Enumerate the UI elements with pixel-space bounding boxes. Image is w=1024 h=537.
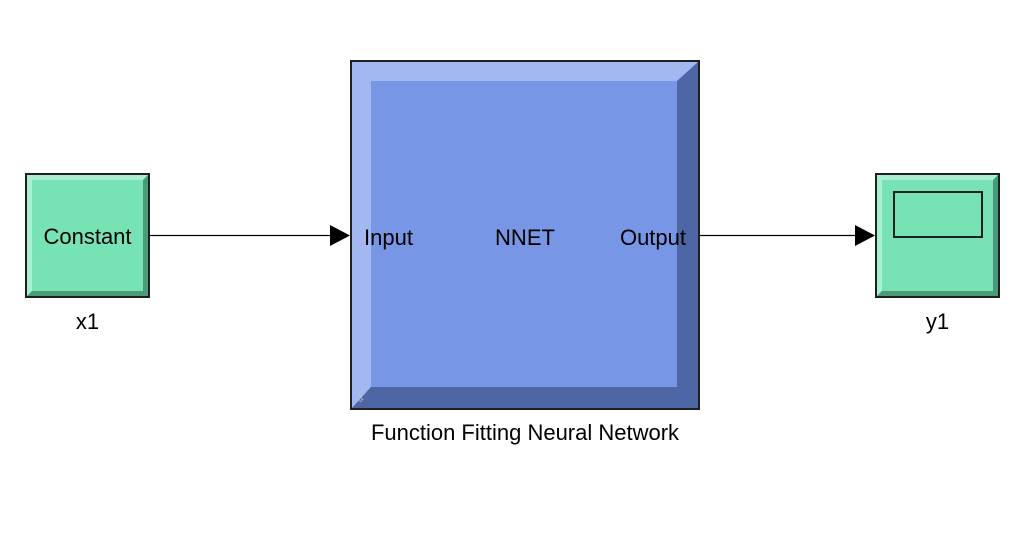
nnet-block[interactable]: Input NNET Output ⇩: [350, 60, 700, 410]
nnet-block-title: NNET: [495, 225, 555, 250]
nnet-block-bevel: [352, 62, 698, 408]
nnet-block-name[interactable]: Function Fitting Neural Network: [370, 420, 680, 445]
arrowhead-nnet-input: [330, 225, 350, 246]
constant-block-bevel: [27, 175, 148, 296]
down-arrow-icon[interactable]: ⇩: [355, 390, 366, 405]
scope-block-name[interactable]: y1: [925, 309, 950, 334]
scope-block[interactable]: [875, 173, 1000, 298]
nnet-output-port-label: Output: [619, 225, 686, 250]
scope-block-bevel: [877, 175, 998, 296]
scope-screen-icon: [893, 191, 983, 238]
nnet-input-port-label: Input: [364, 225, 413, 250]
constant-block[interactable]: Constant: [25, 173, 150, 298]
arrowhead-scope-input: [855, 225, 875, 246]
constant-value-label: Constant: [43, 224, 132, 249]
constant-block-name[interactable]: x1: [75, 309, 100, 334]
